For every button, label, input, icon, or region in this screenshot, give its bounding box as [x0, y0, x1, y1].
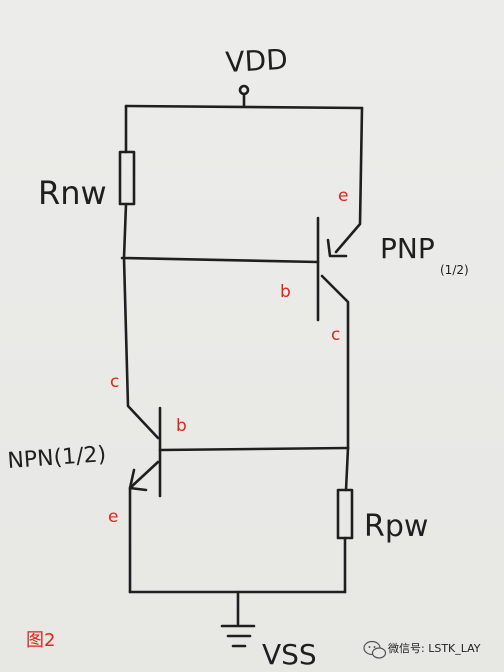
wire-npn-collector — [122, 256, 160, 440]
npn-collector-letter: c — [110, 372, 119, 392]
wire-pnp-collector — [320, 274, 350, 450]
npn-label: NPN(1/2) — [7, 442, 107, 474]
wire-rnw-bottom — [122, 202, 128, 260]
rnw-label: Rnw — [38, 174, 107, 212]
npn-emitter-arrow — [128, 468, 148, 492]
wire-npn-base — [158, 446, 350, 452]
figure-label: 图2 — [26, 630, 55, 651]
npn-base-letter: b — [176, 416, 187, 436]
rpw-label: Rpw — [364, 509, 428, 544]
resistor-rpw — [336, 488, 354, 540]
resistor-rnw — [118, 150, 136, 206]
pnp-collector-letter: c — [331, 325, 340, 345]
ground-symbol — [220, 624, 256, 648]
vdd-label: VDD — [225, 43, 289, 79]
wire-npn-emitter — [128, 460, 160, 594]
pnp-emitter-arrow — [326, 238, 348, 258]
vss-label: VSS — [262, 638, 317, 671]
npn-emitter-letter: e — [108, 507, 118, 527]
pnp-sub-label: (1/2) — [440, 263, 469, 277]
wire-pnp-emitter — [334, 106, 364, 254]
wire-pnp-base — [120, 256, 320, 264]
watermark-text: 微信号: LSTK_LAY — [388, 641, 481, 655]
vdd-rail — [124, 104, 364, 110]
wire-rpw-top — [344, 446, 350, 492]
wechat-icon — [363, 640, 387, 659]
pnp-base-letter: b — [280, 282, 291, 302]
pnp-emitter-letter: e — [338, 186, 348, 206]
pnp-label: PNP — [380, 232, 435, 265]
